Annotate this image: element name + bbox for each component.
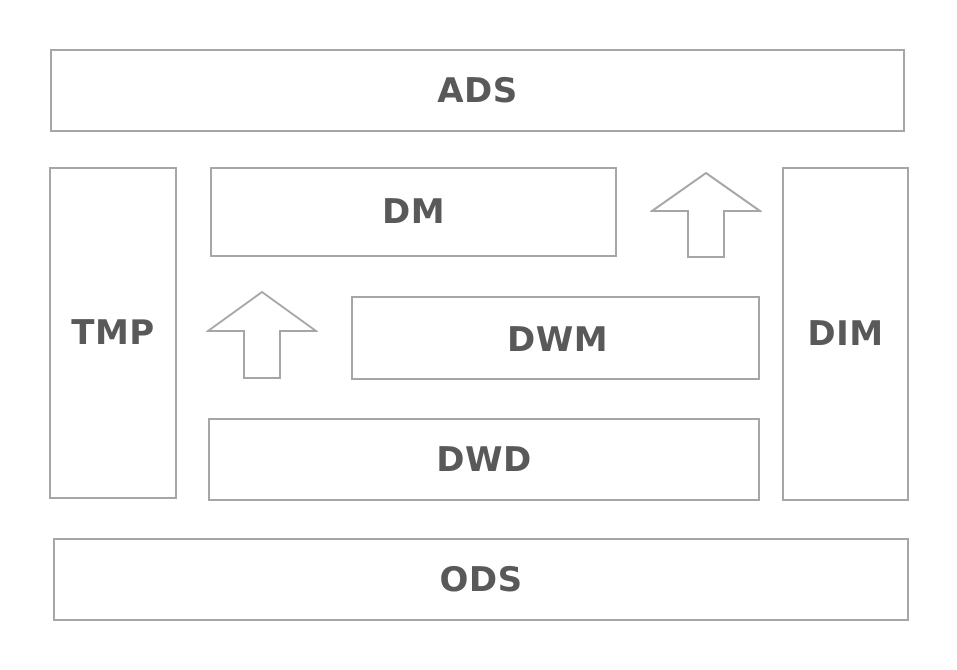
- layer-dim-label: DIM: [807, 314, 884, 354]
- layer-dwd: DWD: [208, 418, 760, 501]
- layer-dm-label: DM: [381, 192, 446, 232]
- layer-tmp-label: TMP: [71, 313, 155, 353]
- up-arrow-icon: [650, 172, 762, 258]
- layer-dwm-label: DWM: [506, 320, 609, 360]
- layer-ads-label: ADS: [437, 70, 518, 111]
- layer-tmp: TMP: [49, 167, 177, 499]
- layer-dwm: DWM: [351, 296, 760, 380]
- layer-ads: ADS: [50, 49, 905, 132]
- layer-dm: DM: [210, 167, 617, 257]
- up-arrow-icon: [206, 291, 318, 379]
- layer-ods: ODS: [53, 538, 909, 621]
- layer-dwd-label: DWD: [436, 439, 532, 480]
- layer-ods-label: ODS: [439, 559, 523, 600]
- layer-dim: DIM: [782, 167, 909, 501]
